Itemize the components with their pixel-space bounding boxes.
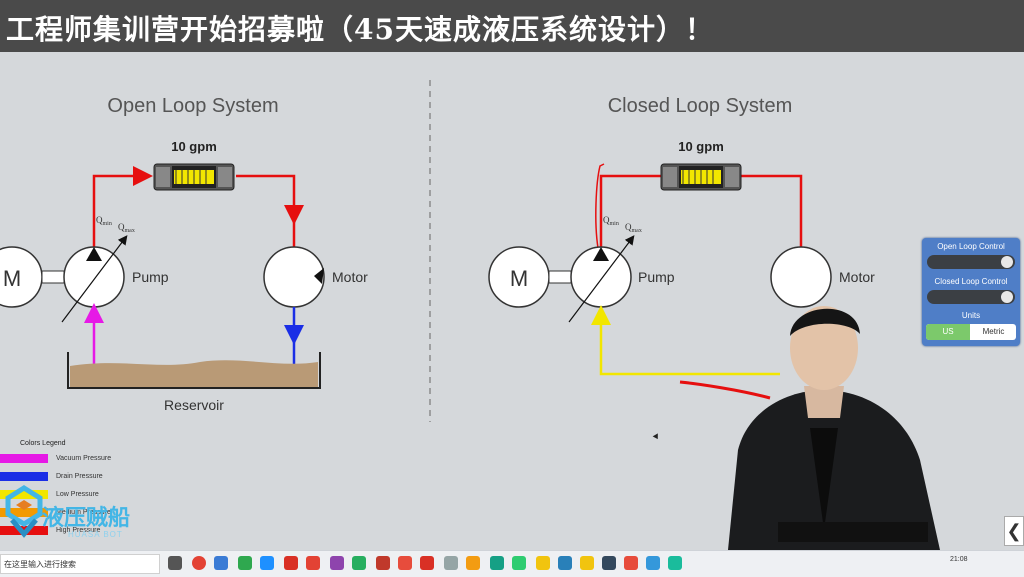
open-loop-control-slider[interactable] bbox=[927, 255, 1015, 269]
windows-taskbar: 在这里输入进行搜索 21:08 bbox=[0, 550, 1024, 577]
task-view-icon[interactable] bbox=[168, 556, 182, 570]
app-grid-icon[interactable] bbox=[398, 556, 412, 570]
control-panel: Open Loop Control Closed Loop Control Un… bbox=[922, 238, 1020, 346]
closed-hydraulic-motor bbox=[770, 246, 832, 308]
closed-loop-control-slider[interactable] bbox=[927, 290, 1015, 304]
app-red-icon[interactable] bbox=[306, 556, 320, 570]
closed-qmax-label: Qmax bbox=[625, 222, 642, 234]
app-purple-icon[interactable] bbox=[330, 556, 344, 570]
closed-low-pressure-line bbox=[591, 305, 780, 376]
open-qmin-label: Qmin bbox=[96, 215, 112, 227]
closed-qmin-label: Qmin bbox=[603, 215, 619, 227]
app-circle-icon[interactable] bbox=[580, 556, 594, 570]
open-qmax-label: Qmax bbox=[118, 222, 135, 234]
units-metric-button[interactable]: Metric bbox=[982, 327, 1005, 336]
logo-text: 液压贼船 bbox=[42, 506, 131, 531]
legend-swatch-drain bbox=[0, 472, 48, 481]
legend-label-high: High Pressure bbox=[56, 527, 101, 534]
taskbar-clock: 21:08 bbox=[950, 556, 968, 563]
open-flow-meter bbox=[153, 163, 235, 191]
legend-label-drain: Drain Pressure bbox=[56, 473, 103, 480]
legend-label-medium: Medium Pressure bbox=[56, 509, 111, 516]
taskbar-search-input[interactable]: 在这里输入进行搜索 bbox=[0, 554, 160, 574]
open-loop-flow-label: 10 gpm bbox=[171, 139, 217, 154]
open-electric-motor-label: M bbox=[3, 266, 21, 291]
legend-label-low: Low Pressure bbox=[56, 491, 99, 498]
app-map-icon[interactable] bbox=[490, 556, 504, 570]
app-cyan-icon[interactable] bbox=[668, 556, 682, 570]
closed-pump-variable-arrow bbox=[568, 235, 635, 323]
app-dark-icon[interactable] bbox=[602, 556, 616, 570]
simulation-stage: Open Loop System 10 gpm M Qmin Qmax Pump bbox=[0, 52, 1024, 550]
open-motor-label: Motor bbox=[332, 269, 368, 285]
wps-writer-icon[interactable] bbox=[420, 556, 434, 570]
legend-label-vacuum: Vacuum Pressure bbox=[56, 455, 112, 462]
slider-knob[interactable] bbox=[1001, 256, 1013, 268]
app-orange-icon[interactable] bbox=[466, 556, 480, 570]
watermark-logo: 液压贼船 HUASA BOT bbox=[4, 478, 164, 544]
app-k-icon[interactable] bbox=[558, 556, 572, 570]
banner-title: 工程师集训营开始招募啦（45天速成液压系统设计）！ bbox=[6, 13, 714, 46]
open-shaft bbox=[41, 270, 65, 284]
units-label: Units bbox=[961, 311, 981, 320]
app-shield-icon[interactable] bbox=[646, 556, 660, 570]
app-green-icon[interactable] bbox=[238, 556, 252, 570]
closed-pump-label: Pump bbox=[638, 269, 675, 285]
collapse-side-button[interactable]: ❮ bbox=[1004, 516, 1024, 546]
app-close-icon[interactable] bbox=[376, 556, 390, 570]
open-loop-control-label: Open Loop Control bbox=[937, 242, 1005, 251]
closed-loop-control-label: Closed Loop Control bbox=[934, 277, 1008, 286]
app-gray-icon[interactable] bbox=[444, 556, 458, 570]
closed-electric-motor-label: M bbox=[510, 266, 528, 291]
open-high-pressure-line-right bbox=[236, 174, 304, 225]
open-pump-variable-arrow bbox=[61, 235, 128, 323]
legend-swatch-low bbox=[0, 490, 48, 499]
app-teal-icon[interactable] bbox=[352, 556, 366, 570]
open-loop-title: Open Loop System bbox=[107, 95, 278, 117]
closed-annotation-underline bbox=[679, 380, 771, 400]
closed-shaft bbox=[548, 270, 572, 284]
reservoir bbox=[67, 352, 321, 389]
chrome-icon[interactable] bbox=[192, 556, 206, 570]
app-yellow-icon[interactable] bbox=[536, 556, 550, 570]
closed-loop-title: Closed Loop System bbox=[608, 95, 793, 117]
closed-flow-meter bbox=[660, 163, 742, 191]
closed-high-pressure-line-right bbox=[740, 174, 803, 248]
slider-knob[interactable] bbox=[1001, 291, 1013, 303]
wechat-icon[interactable] bbox=[512, 556, 526, 570]
closed-loop-flow-label: 10 gpm bbox=[678, 139, 724, 154]
top-banner: 工程师集训营开始招募啦（45天速成液压系统设计）！ bbox=[0, 0, 1024, 52]
wps-icon[interactable] bbox=[284, 556, 298, 570]
logo-mark-icon bbox=[5, 485, 43, 538]
legend-swatch-vacuum bbox=[0, 454, 48, 463]
units-toggle: US Metric bbox=[926, 324, 1016, 340]
closed-high-pressure-line-left bbox=[599, 174, 662, 247]
reservoir-label: Reservoir bbox=[164, 397, 224, 413]
hydraulic-diagram: Open Loop System 10 gpm M Qmin Qmax Pump bbox=[0, 80, 875, 422]
presenter-video-overlay bbox=[728, 306, 940, 550]
app-blue-icon[interactable] bbox=[260, 556, 274, 570]
app-rec-icon[interactable] bbox=[624, 556, 638, 570]
save-icon[interactable] bbox=[214, 556, 228, 570]
closed-motor-label: Motor bbox=[839, 269, 875, 285]
open-pump-label: Pump bbox=[132, 269, 169, 285]
legend-swatch-medium bbox=[0, 508, 48, 517]
units-us-button[interactable]: US bbox=[926, 324, 970, 340]
open-high-pressure-line-left bbox=[92, 166, 153, 247]
logo-subtext: HUASA BOT bbox=[68, 530, 123, 539]
closed-annotation-stroke bbox=[595, 163, 605, 249]
legend-title: Colors Legend bbox=[20, 440, 66, 447]
